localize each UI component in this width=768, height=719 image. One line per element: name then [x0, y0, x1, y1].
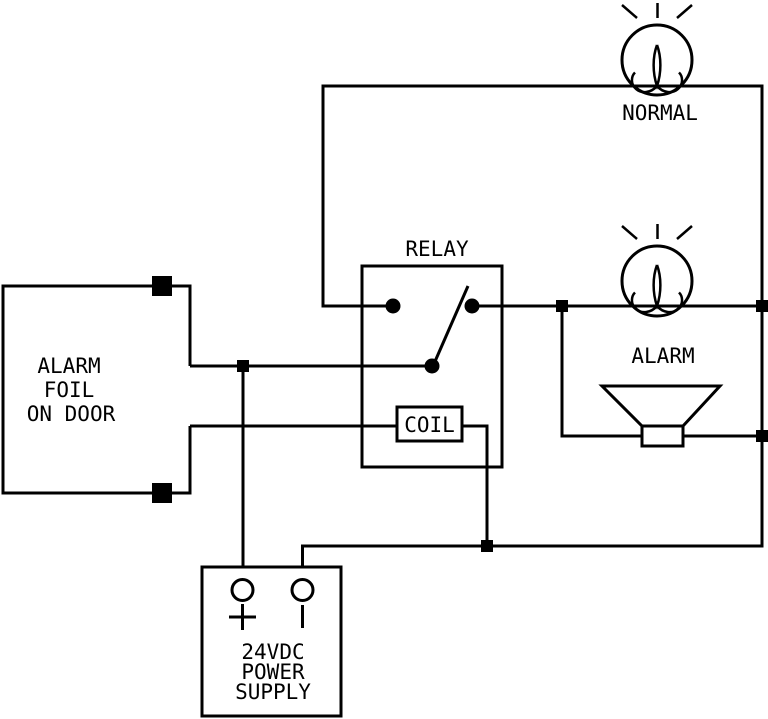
normal-lamp-icon: [620, 23, 694, 97]
alarm-foil-label-line2: FOIL: [44, 378, 95, 402]
alarm-lamp: ALARM: [620, 224, 695, 368]
positive-terminal-icon: [230, 578, 255, 602]
normal-lamp: NORMAL: [620, 3, 698, 125]
alarm-foil-box: ALARM FOIL ON DOOR: [1, 276, 192, 503]
normal-lamp-filament: [630, 44, 684, 94]
foil-terminal-bottom: [152, 483, 172, 503]
relay-box: [360, 264, 504, 469]
wiring: [190, 84, 764, 567]
alarm-foil-outline: [1, 284, 192, 495]
negative-terminal-icon: [290, 578, 315, 602]
alarm-lamp-icon: [620, 244, 694, 318]
relay-label: RELAY: [405, 237, 469, 261]
wire-coil-return: [462, 424, 489, 546]
speaker-driver-icon: [640, 424, 685, 448]
junction-dot: [756, 430, 768, 442]
coil-box: [395, 405, 464, 443]
relay-switch-arm: [431, 285, 470, 367]
wire-main-loop: [301, 84, 764, 567]
wire-speaker-branch: [560, 306, 762, 438]
junction-dot: [756, 300, 768, 312]
alarm-lamp-label: ALARM: [631, 344, 694, 368]
foil-terminal-top: [152, 276, 172, 296]
power-supply: 24VDC POWER SUPPLY: [200, 565, 343, 718]
power-supply-label-line2: POWER: [241, 660, 305, 684]
power-supply-box: [200, 565, 343, 718]
alarm-foil-label-line1: ALARM: [37, 354, 100, 378]
relay-contact-common: [424, 358, 440, 374]
coil-label: COIL: [404, 413, 455, 437]
junction-dot: [481, 540, 493, 552]
alarm-speaker: [598, 384, 724, 448]
alarm-foil-label-line3: ON DOOR: [27, 402, 116, 426]
normal-lamp-label: NORMAL: [622, 101, 698, 125]
relay: RELAY COIL: [360, 237, 504, 469]
power-supply-label-line3: SUPPLY: [235, 680, 311, 704]
alarm-lamp-rays-icon: [621, 224, 693, 240]
relay-contact-right: [464, 298, 480, 314]
junctions: [237, 300, 768, 552]
power-supply-label-line1: 24VDC: [241, 640, 304, 664]
relay-contact-left: [385, 298, 401, 314]
junction-dot: [556, 300, 568, 312]
normal-lamp-rays-icon: [621, 3, 693, 19]
plus-symbol: [229, 604, 256, 630]
junction-dot: [237, 360, 249, 372]
alarm-lamp-filament: [630, 264, 684, 314]
